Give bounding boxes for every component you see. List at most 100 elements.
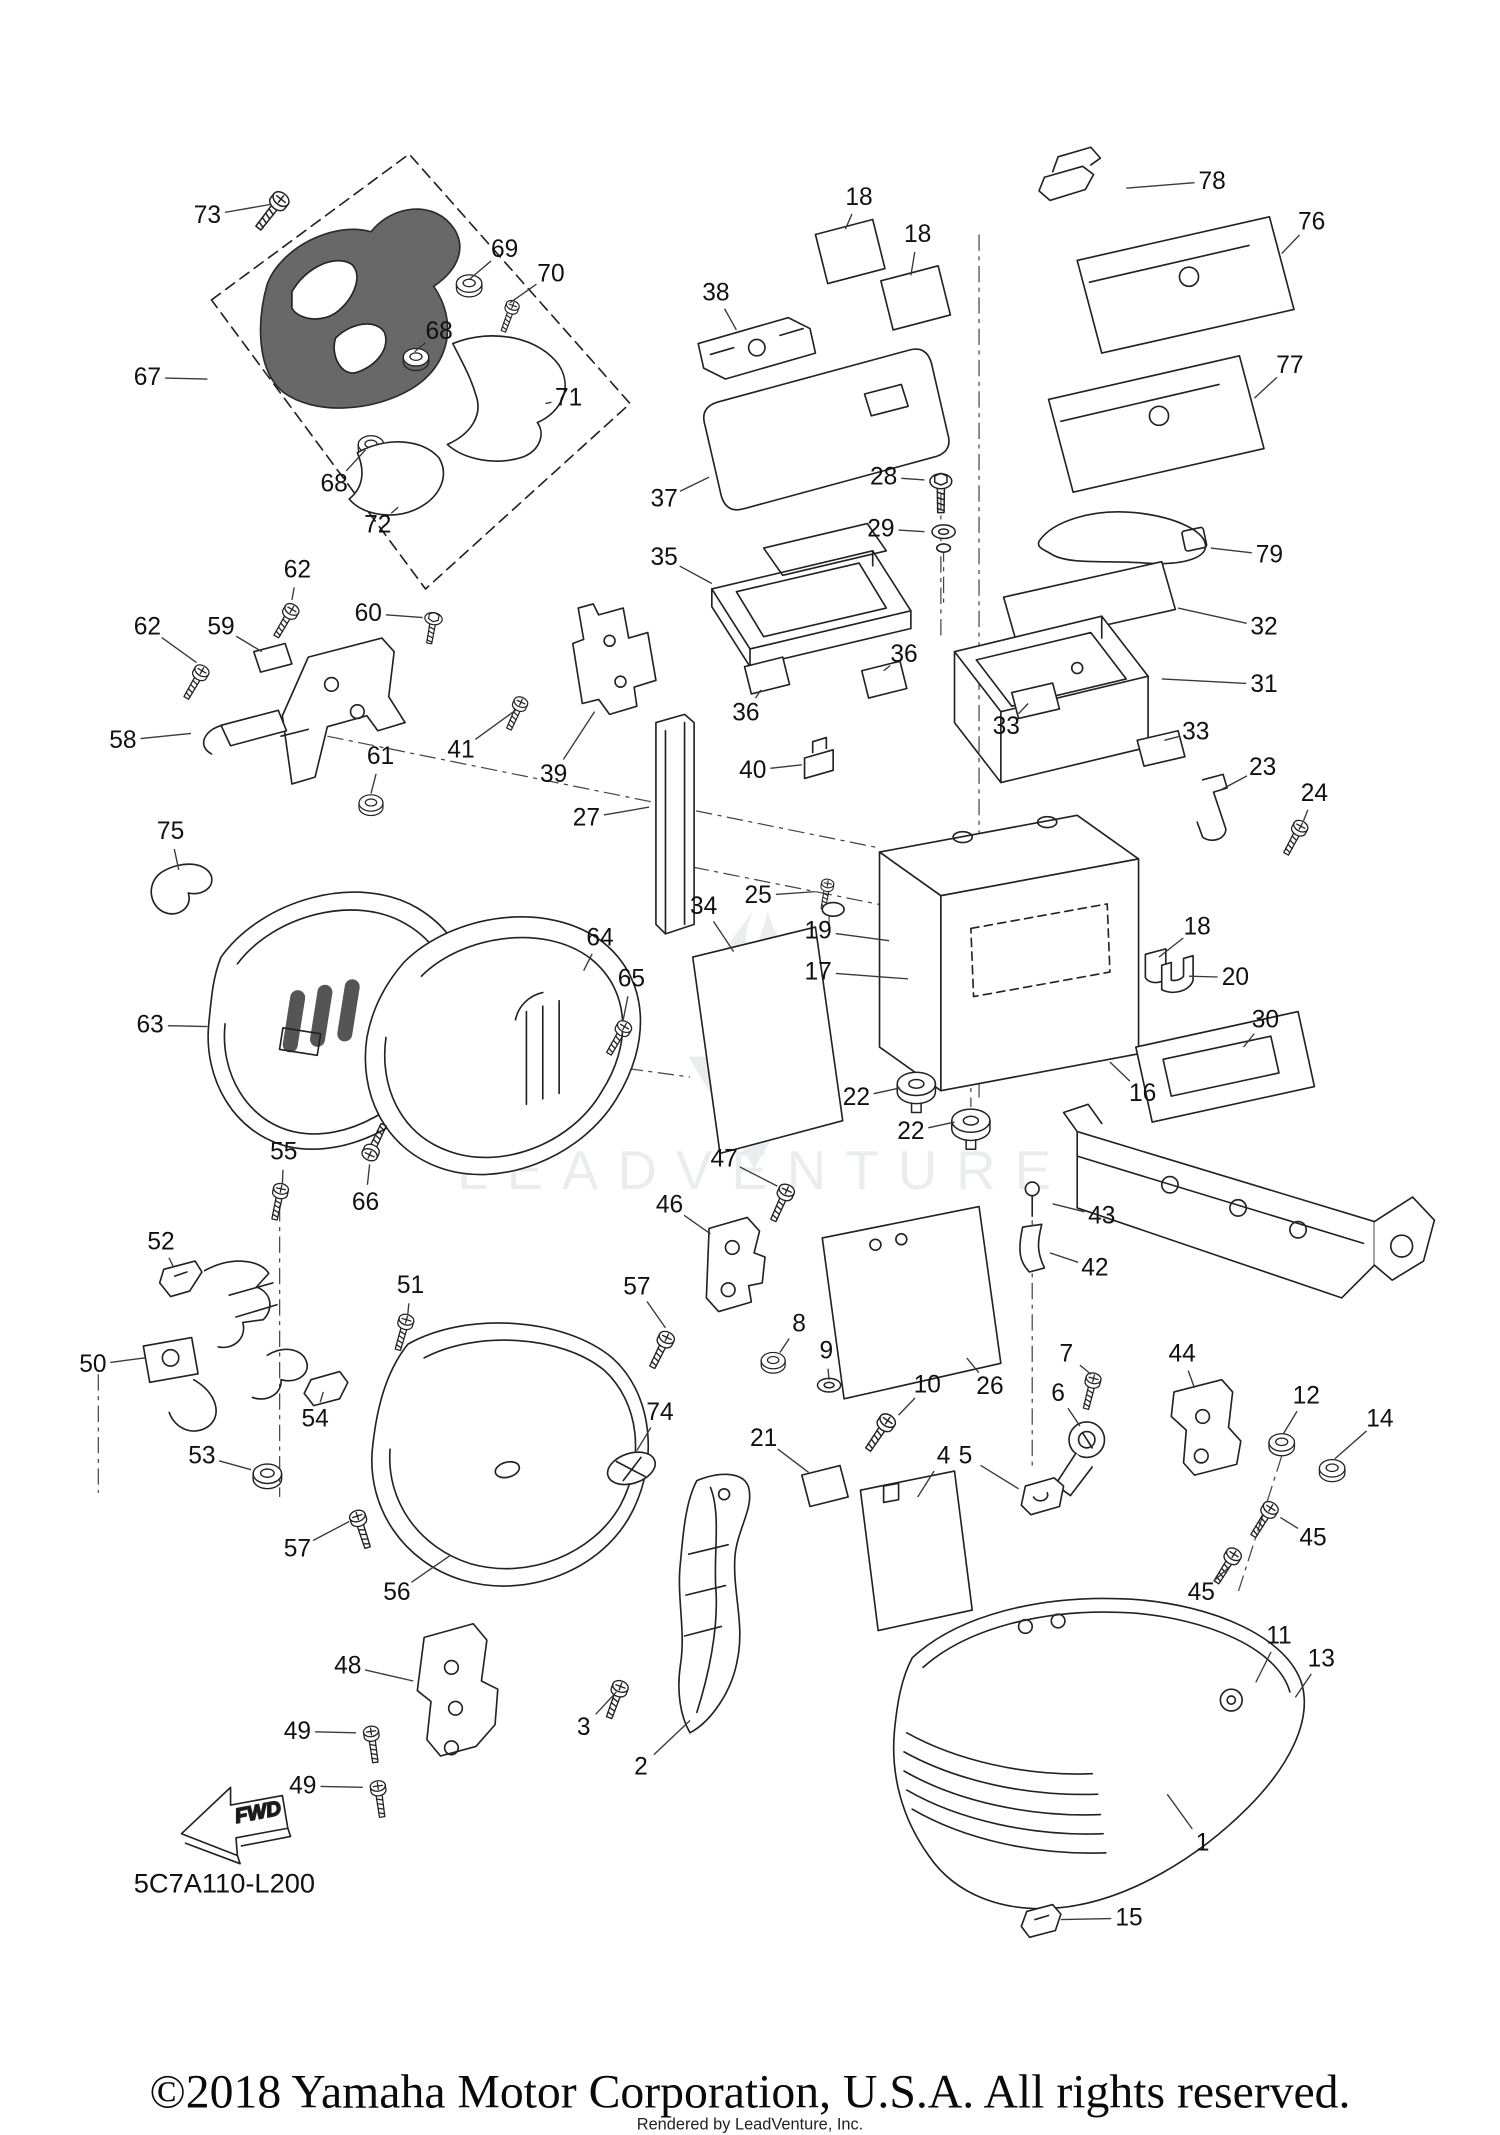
part-number-45: 45 [1188,1579,1215,1606]
part-number-68: 68 [321,470,348,497]
leader-line-74 [636,1427,652,1451]
part-32-plate [1002,560,1177,646]
part-73-screw [250,187,293,235]
leader-line-75 [173,848,180,870]
leader-line-23 [1221,775,1248,790]
leader-line-68 [414,342,426,353]
part-61-grommet [358,794,384,817]
part-23-bracket-hook [1196,773,1228,841]
part-22-damper [896,1071,937,1114]
part-number-78: 78 [1199,168,1226,195]
leader-line-32 [1177,607,1247,624]
leader-line-37 [679,476,710,492]
part-25-bolt-grommet [816,877,845,917]
part-37-mat [702,348,950,511]
part-number-9: 9 [820,1338,834,1365]
part-number-40: 40 [739,757,766,784]
part-number-33: 33 [993,713,1020,740]
leader-line-1 [1166,1793,1193,1830]
leader-line-8 [779,1338,790,1353]
part-number-13: 13 [1308,1646,1335,1673]
part-40-clip [803,736,834,780]
part-number-37: 37 [650,485,677,512]
part-21-pad [800,1464,849,1508]
leader-line-63 [167,1024,208,1028]
part-44-bracket [1170,1378,1242,1476]
leader-line-19 [835,932,890,942]
part-45-screw [1245,1498,1282,1541]
part-number-18: 18 [904,221,931,248]
part-number-18: 18 [1184,914,1211,941]
leader-line-40 [770,764,802,770]
part-number-22: 22 [897,1118,924,1145]
part-58-bracket-assembly [202,637,406,785]
part-number-70: 70 [537,261,564,288]
part-number-25: 25 [745,882,772,909]
part-number-29: 29 [867,515,894,542]
leader-line-9 [827,1368,830,1380]
leader-line-44 [1187,1370,1196,1389]
part-number-62: 62 [284,556,311,583]
leader-line-7 [1079,1364,1092,1375]
leader-line-4 [917,1470,935,1498]
leader-line-21 [777,1448,810,1473]
part-64-side-cover-trim [364,916,642,1176]
part-number-31: 31 [1250,671,1277,698]
part-62-screw [179,661,212,703]
leader-line-58 [140,732,192,740]
part-number-18: 18 [845,184,872,211]
part-number-7: 7 [1059,1340,1073,1367]
part-15-clip [1020,1903,1062,1939]
part-number-45: 45 [1299,1524,1326,1551]
part-number-14: 14 [1366,1406,1393,1433]
part-36-pads [743,656,908,699]
part-57-bolt [644,1328,678,1372]
part-62-screw [269,600,302,641]
part-number-59: 59 [207,614,234,641]
part-42-tube [1019,1223,1046,1273]
leader-line-68 [345,449,367,472]
part-number-28: 28 [870,464,897,491]
leader-line-42 [1049,1252,1079,1263]
part-78-clip [1038,146,1102,202]
part-number-76: 76 [1298,209,1325,236]
part-4-panel [859,1470,974,1632]
part-35-battery-tray [711,522,912,668]
leader-line-41 [474,709,516,740]
leader-line-71 [545,401,552,405]
part-number-34: 34 [690,893,717,920]
leader-line-38 [723,308,737,331]
leader-line-61 [370,773,377,794]
part-number-27: 27 [573,805,600,832]
leader-line-64 [583,953,593,972]
part-number-62: 62 [134,614,161,641]
leader-line-29 [898,529,925,533]
leader-line-14 [1334,1430,1368,1460]
part-number-labels: 7369706867716872181838373528293636787677… [79,168,1393,1932]
part-number-21: 21 [750,1425,777,1452]
part-number-32: 32 [1250,614,1277,641]
part-number-3: 3 [577,1714,591,1741]
part-57-bolt [347,1507,376,1551]
leader-line-67 [165,377,208,380]
part-number-73: 73 [194,202,221,229]
part-77-tool-bag [1047,355,1265,493]
part-number-72: 72 [364,511,391,538]
part-number-36: 36 [890,641,917,668]
leader-line-48 [364,1669,414,1682]
part-number-51: 51 [397,1272,424,1299]
leader-line-33 [1017,703,1029,715]
frame-crossmember [1062,1103,1436,1299]
part-number-66: 66 [352,1189,379,1216]
part-56-side-cover-front [371,1322,650,1587]
part-33-pads [1010,682,1186,768]
leader-line-53 [218,1460,252,1471]
part-number-33: 33 [1182,719,1209,746]
leader-line-36 [883,664,891,672]
part-number-53: 53 [188,1443,215,1470]
part-79-band-strap [1037,511,1208,565]
leader-line-78 [1126,182,1195,189]
leader-line-30 [1242,1033,1255,1048]
part-8-grommet [760,1351,786,1374]
leader-line-13 [1294,1673,1312,1698]
